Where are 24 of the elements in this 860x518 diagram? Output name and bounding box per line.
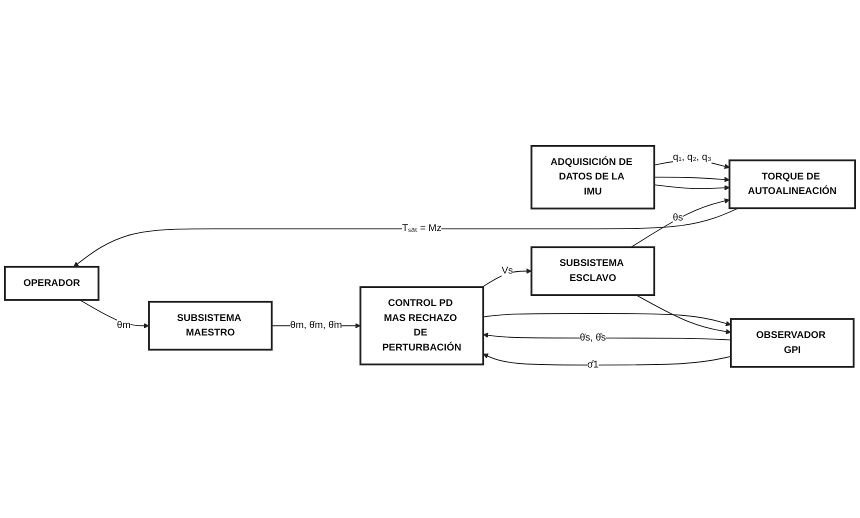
node-box: SUBSISTEMA MAESTRO: [148, 300, 273, 350]
node-box: ADQUISICIÓN DE DATOS DE LA IMU: [530, 144, 656, 210]
arrow: [482, 312, 732, 326]
arrow: [636, 294, 732, 334]
edge-label: Vs: [502, 265, 514, 276]
arrow: [654, 184, 730, 190]
edge-label: θ̇s, θ̂s: [580, 332, 606, 343]
node-box: OBSERVADOR GPI: [730, 318, 855, 368]
edge-label: θm, θ̇m, θ̈m: [290, 320, 342, 331]
arrow: [654, 176, 730, 182]
edge-label: θm: [116, 320, 131, 331]
arrow: [482, 268, 532, 288]
arrow: [482, 332, 732, 340]
edge-label: Tₛₐₜ = Mz: [402, 223, 442, 234]
node-box: TORQUE DE AUTOALINEACIÓN: [728, 159, 856, 209]
node-box: CONTROL PD MAS RECHAZO DE PERTURBACIÓN: [360, 286, 484, 366]
arrow: [630, 198, 730, 248]
arrow: [73, 208, 739, 267]
arrow: [482, 353, 732, 366]
edge-label: σ̂1: [587, 359, 599, 370]
edge-label: q₁, q₂, q₃: [672, 152, 712, 162]
node-box: OPERADOR: [4, 266, 100, 301]
edge-label: θs: [672, 212, 684, 223]
node-box: SUBSISTEMA ESCLAVO: [530, 246, 656, 296]
